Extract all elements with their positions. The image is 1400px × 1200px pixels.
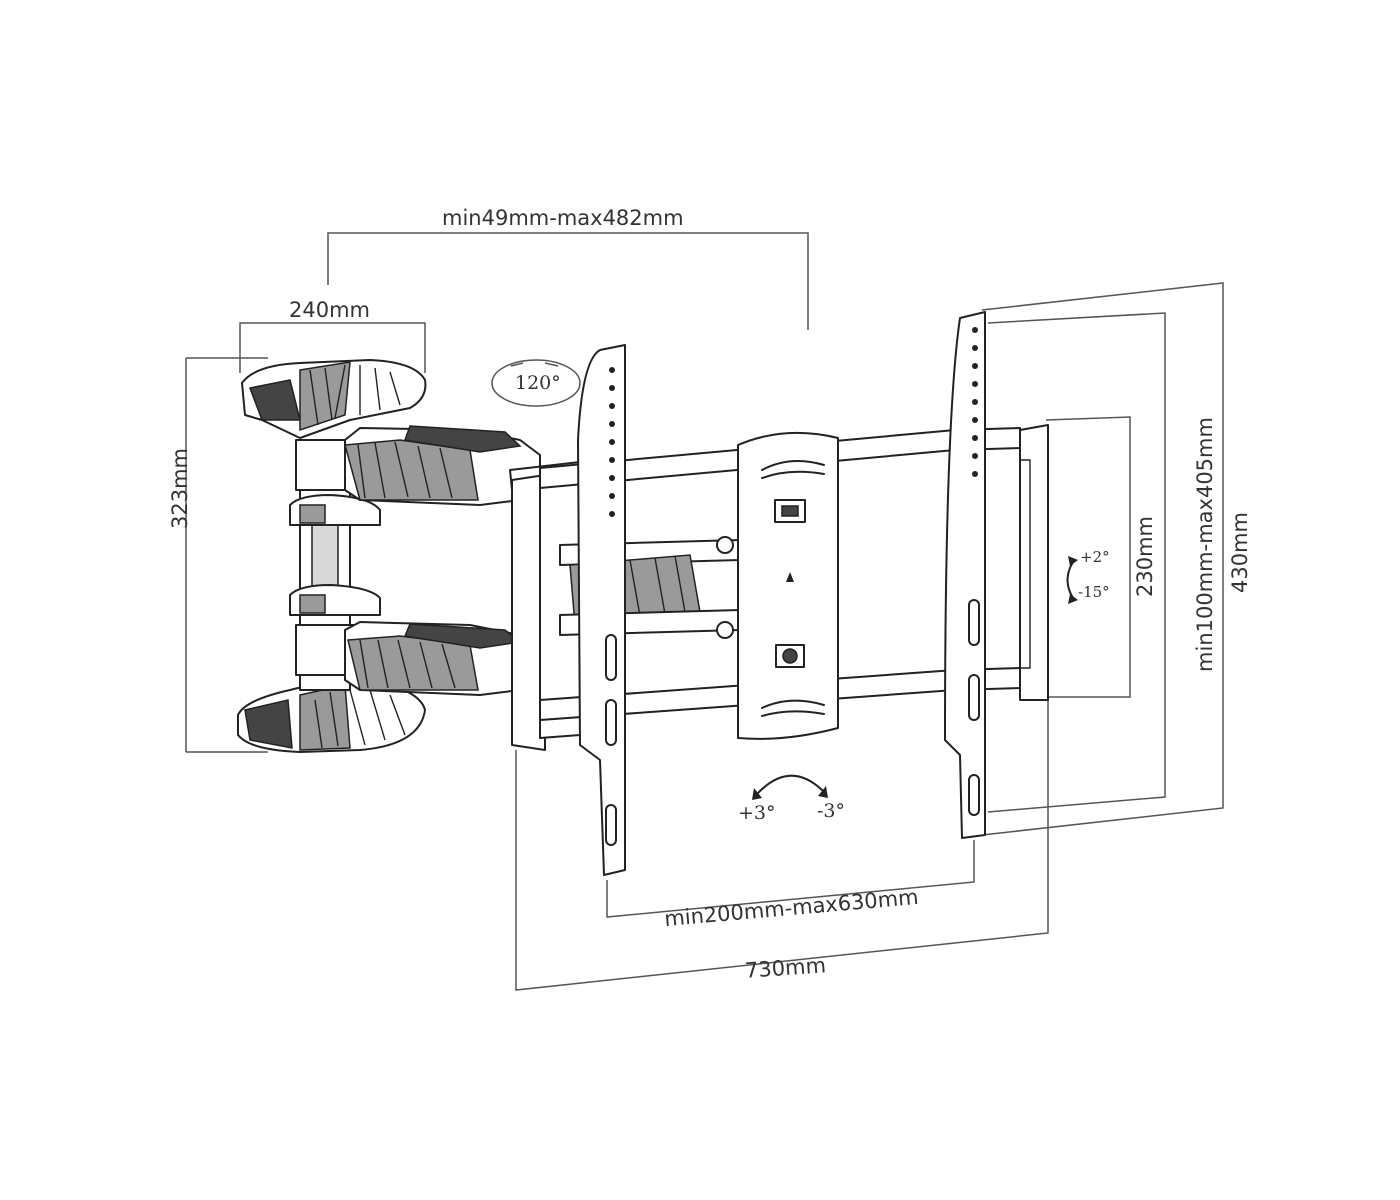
level-minus-label: -3°	[817, 800, 846, 822]
left-vertical-arm	[577, 344, 626, 876]
level-plus-label: +3°	[738, 802, 776, 824]
level-arrow	[752, 774, 828, 800]
lower-arm	[344, 621, 541, 696]
right-vertical-arm	[944, 311, 1049, 839]
tv-plate-height-label: 430mm	[1228, 512, 1252, 593]
wall-plate-width-label: 240mm	[289, 298, 370, 322]
vesa-vertical-range-label: min100mm-max405mm	[1192, 417, 1217, 672]
wall-plate-height-label: 323mm	[168, 448, 192, 529]
tilt-up-label: +2°	[1080, 548, 1110, 566]
tilt-arrow	[1066, 556, 1078, 604]
swivel-angle-label: 120°	[515, 372, 561, 394]
tilt-down-label: -15°	[1078, 583, 1110, 601]
wall-plate	[237, 359, 427, 753]
vesa-vertical-label: 230mm	[1133, 516, 1157, 597]
center-plate	[737, 431, 839, 740]
tv-plate-width-label: 730mm	[744, 953, 827, 983]
dimension-lines	[185, 232, 1224, 991]
arm-extension-label: min49mm-max482mm	[442, 206, 684, 230]
